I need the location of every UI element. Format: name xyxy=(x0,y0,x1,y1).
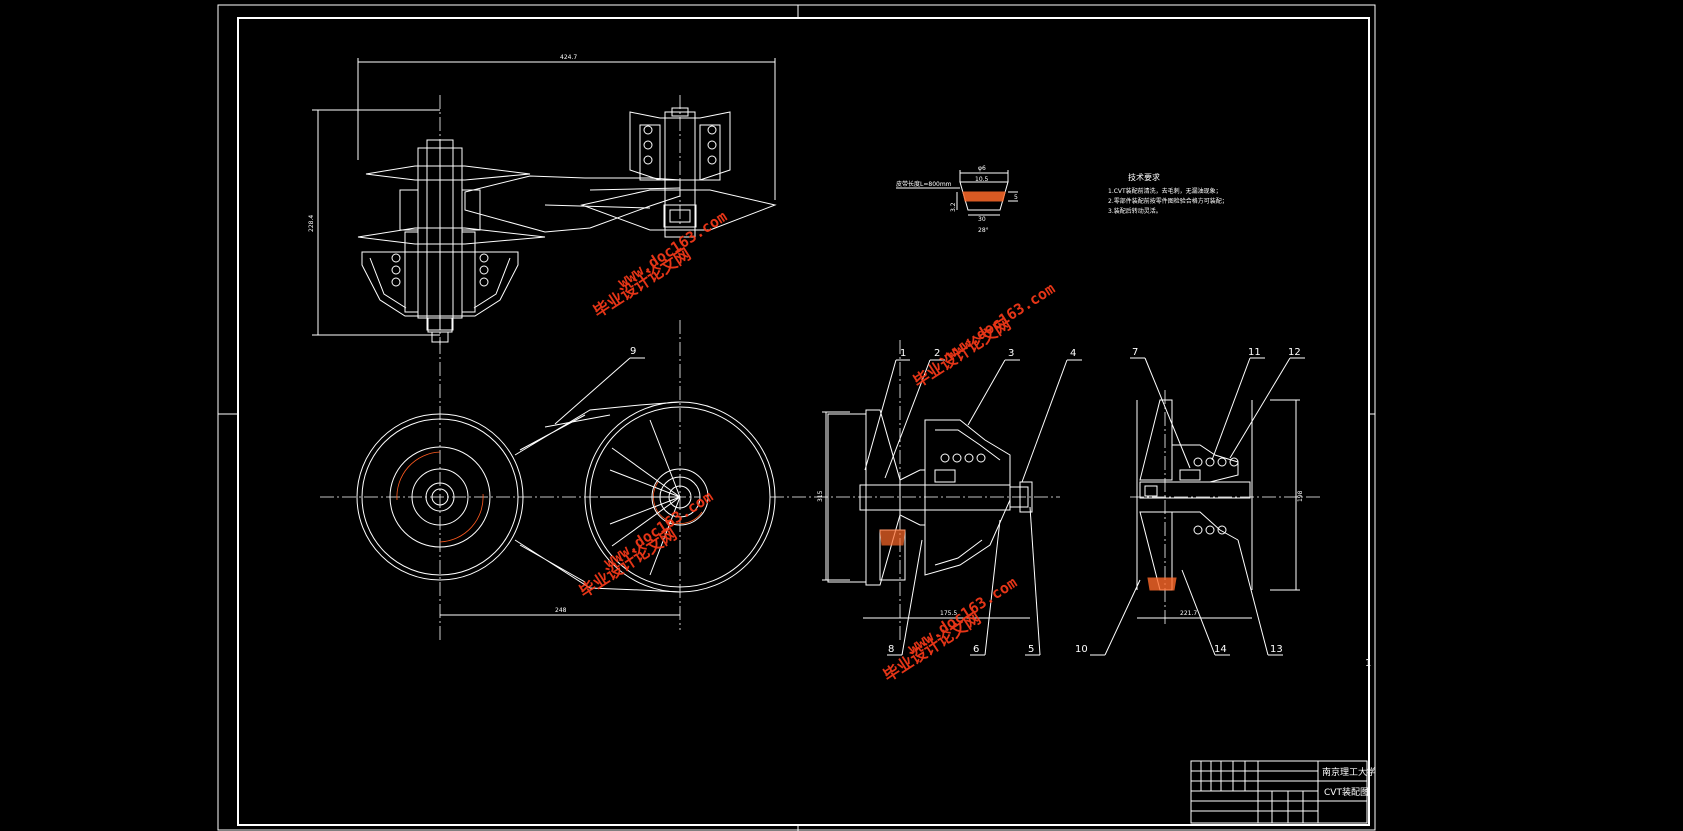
belt-dim-angle: 28° xyxy=(978,227,989,234)
part-number-4: 4 xyxy=(1070,348,1076,359)
belt-section-view: 皮带长度L=800mm φ6 10.5 5 30 28° 3.2 xyxy=(896,165,1018,234)
dim-assembly-a-width: 175.5 xyxy=(940,610,957,617)
dim-assembly-a-height: 315 xyxy=(817,490,824,502)
dim-top-height: 228.4 xyxy=(308,215,315,232)
watermark-url: www.doc163.com xyxy=(942,279,1058,363)
tech-req-item: 2.零部件装配前按零件图检验合格方可装配； xyxy=(1108,197,1228,205)
belt-dim-bottom: 30 xyxy=(978,216,986,223)
front-belt-view: 248 9 xyxy=(320,320,776,640)
tech-req-item: 3.装配后转动灵活。 xyxy=(1108,207,1162,215)
belt-length-note: 皮带长度L=800mm xyxy=(896,180,952,188)
watermark-url: www.doc163.com xyxy=(600,487,716,571)
watermark-url: www.doc163.com xyxy=(904,573,1020,657)
part-number-8: 8 xyxy=(888,644,894,655)
inner-frame xyxy=(237,17,1370,826)
dim-assembly-b-height: 198 xyxy=(1297,490,1304,502)
belt-dim-mid: 10.5 xyxy=(975,176,989,183)
title-block: 南京理工大学 CVT装配图 xyxy=(1190,760,1376,824)
part-number-13: 13 xyxy=(1270,644,1283,655)
part-number-5: 5 xyxy=(1028,644,1034,655)
tech-req-item: 1.CVT装配前清洗，去毛刺，无漏油现象； xyxy=(1108,187,1222,195)
drawing-name: CVT装配图 xyxy=(1324,786,1369,798)
top-section-view: 424.7 228.4 xyxy=(308,54,777,345)
assembly-b-view: 198 221.7 7 11 12 10 14 xyxy=(1075,347,1320,656)
part-number-12: 12 xyxy=(1288,347,1301,358)
school-name: 南京理工大学 xyxy=(1322,766,1376,778)
part-number-11: 11 xyxy=(1248,347,1261,358)
part-number-9: 9 xyxy=(630,346,636,357)
belt-dim-left: 3.2 xyxy=(950,202,957,212)
tech-req-title: 技术要求 xyxy=(1128,172,1160,182)
dim-assembly-b-width: 221.7 xyxy=(1180,610,1197,617)
watermark-url: www.doc163.com xyxy=(614,207,730,291)
dim-bottom-center: 248 xyxy=(555,607,567,614)
outer-border xyxy=(217,4,1376,831)
part-number-2: 2 xyxy=(934,348,940,359)
part-number-6: 6 xyxy=(973,644,979,655)
tech-requirements: 技术要求 1.CVT装配前清洗，去毛刺，无漏油现象； 2.零部件装配前按零件图检… xyxy=(1108,172,1228,215)
part-number-10: 10 xyxy=(1075,644,1088,655)
watermarks: 毕业设计论文网 www.doc163.com 毕业设计论文网 www.doc16… xyxy=(576,207,1058,685)
part-number-7: 7 xyxy=(1132,347,1138,358)
belt-dim-top: φ6 xyxy=(978,165,986,172)
part-number-14: 14 xyxy=(1214,644,1227,655)
belt-dim-side: 5 xyxy=(1014,194,1018,201)
assembly-a-view: 315 175.5 1 2 3 4 5 6 xyxy=(770,340,1082,656)
sheet-mark: 1 xyxy=(1365,658,1371,669)
part-number-3: 3 xyxy=(1008,348,1014,359)
part-number-1: 1 xyxy=(900,348,906,359)
dim-top-width: 424.7 xyxy=(560,54,577,61)
